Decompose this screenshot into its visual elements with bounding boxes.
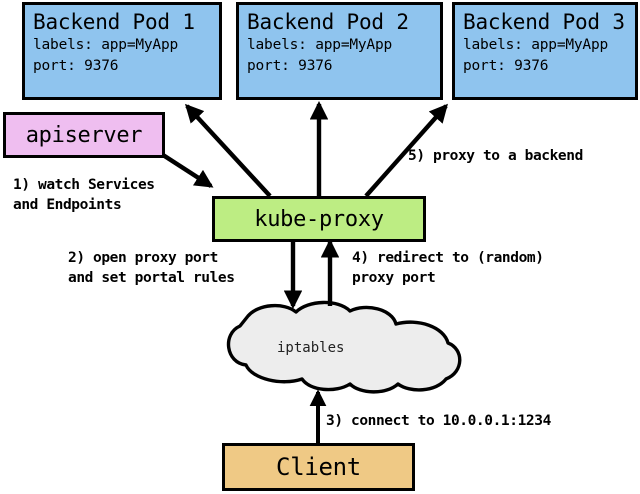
edge-step-1-arrow	[161, 153, 214, 188]
node-backend-pod-2[interactable]: Backend Pod 2 labels: app=MyApp port: 93…	[236, 2, 443, 100]
edge-label-step-4: 4) redirect to (random) proxy port	[352, 248, 544, 288]
edge-label-step-4-line-2: proxy port	[352, 270, 436, 286]
client-label: Client	[276, 453, 361, 481]
backend-pod-2-labels: labels: app=MyApp	[247, 37, 393, 53]
kube-proxy-label: kube-proxy	[254, 206, 384, 232]
edge-label-step-2-line-2: and set portal rules	[68, 270, 235, 286]
node-backend-pod-1[interactable]: Backend Pod 1 labels: app=MyApp port: 93…	[22, 2, 222, 100]
backend-pod-3-labels: labels: app=MyApp	[463, 37, 609, 53]
node-backend-pod-3[interactable]: Backend Pod 3 labels: app=MyApp port: 93…	[452, 2, 638, 100]
edge-label-step-2: 2) open proxy port and set portal rules	[68, 248, 235, 288]
edge-label-step-5: 5) proxy to a backend	[408, 146, 583, 166]
edge-label-step-1: 1) watch Services and Endpoints	[13, 175, 155, 215]
backend-pod-2-title: Backend Pod 2	[247, 10, 409, 34]
backend-pod-2-port: port: 9376	[247, 58, 333, 74]
apiserver-label: apiserver	[25, 122, 143, 148]
backend-pod-1-port: port: 9376	[33, 58, 119, 74]
edge-label-step-2-line-1: 2) open proxy port	[68, 250, 218, 266]
backend-pod-3-title: Backend Pod 3	[463, 10, 625, 34]
backend-pod-1-title: Backend Pod 1	[33, 10, 195, 34]
iptables-cloud-shape	[226, 300, 462, 394]
edge-label-step-1-line-2: and Endpoints	[13, 197, 122, 213]
edge-label-step-1-line-1: 1) watch Services	[13, 177, 155, 193]
edge-step-5-pod3-arrow	[364, 103, 448, 198]
iptables-label: iptables	[277, 340, 345, 356]
backend-pod-1-labels: labels: app=MyApp	[33, 37, 179, 53]
edge-label-step-4-line-1: 4) redirect to (random)	[352, 250, 544, 266]
edge-label-step-3: 3) connect to 10.0.0.1:1234	[326, 411, 551, 431]
node-client[interactable]: Client	[222, 443, 415, 491]
node-kube-proxy[interactable]: kube-proxy	[212, 196, 426, 242]
edge-label-step-3-line-1: 3) connect to 10.0.0.1:1234	[326, 413, 551, 429]
edge-step-5-pod1-arrow	[184, 103, 272, 198]
edge-label-step-5-line-1: 5) proxy to a backend	[408, 148, 583, 164]
backend-pod-3-port: port: 9376	[463, 58, 549, 74]
node-apiserver[interactable]: apiserver	[3, 112, 165, 158]
